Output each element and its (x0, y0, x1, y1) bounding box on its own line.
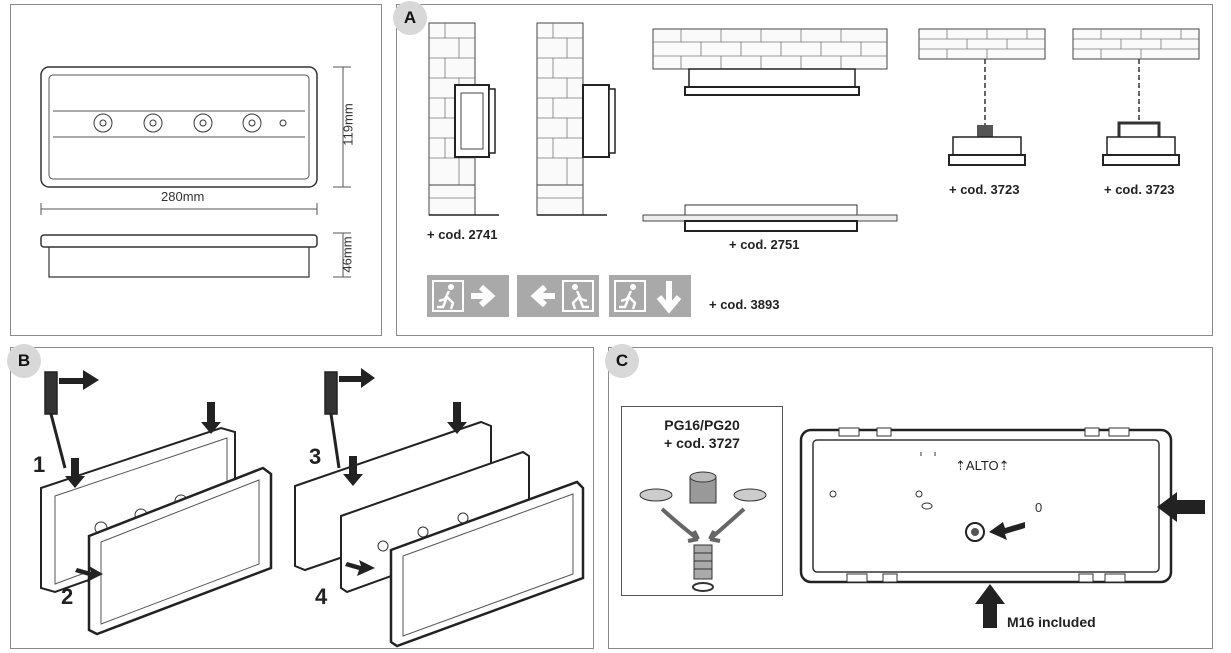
signs-code-label: + cod. 3893 (709, 297, 780, 312)
height-dimension-label: 119mm (340, 103, 356, 146)
chain-mount-code-label-1: + cod. 3723 (949, 182, 1020, 197)
cable-gland-drawing (639, 471, 767, 592)
m16-included-label: M16 included (1007, 614, 1096, 630)
cable-entry-panel-c: C PG16/PG20 + cod. 3727 (605, 344, 1213, 649)
exit-down-sign (609, 275, 691, 317)
step-4-label: 4 (315, 584, 328, 609)
assembly-drawing-left (40, 370, 273, 636)
wall-mount-drawing-1 (428, 22, 499, 216)
panel-b-badge: B (7, 344, 41, 378)
wall-mount-drawing-2 (536, 22, 616, 216)
width-dimension-label: 280mm (161, 189, 205, 204)
wall-mount-code-label: + cod. 2741 (427, 227, 498, 242)
front-view-drawing (40, 66, 351, 278)
panel-c-badge: C (605, 344, 639, 378)
depth-dimension-label: 46mm (339, 236, 355, 273)
back-plate-drawing (799, 427, 1173, 584)
assembly-drawing-right (294, 368, 585, 648)
chain-mount-code-label-2: + cod. 3723 (1104, 182, 1175, 197)
ceiling-mount-drawing (652, 28, 888, 96)
dimensions-panel: 280mm 119mm 46mm (10, 4, 382, 336)
mounting-panel-a: A (393, 1, 1213, 336)
top-orientation-label: ⇡ALTO⇡ (955, 458, 1010, 473)
installation-panel-b: B 1 2 (7, 344, 594, 649)
step-2-label: 2 (61, 584, 74, 609)
exit-right-sign (427, 275, 509, 317)
chain-mount-drawing-2 (1072, 28, 1200, 166)
panel-a-badge: A (393, 1, 427, 35)
cable-gland-inset: PG16/PG20 + cod. 3727 (621, 406, 783, 596)
step-1-label: 1 (33, 452, 46, 477)
gland-code-label: + cod. 3727 (664, 435, 740, 451)
chain-mount-drawing-1 (918, 28, 1046, 166)
exit-left-sign (517, 275, 599, 317)
center-entry-arrow-icon (989, 522, 1025, 540)
step-3-label: 3 (309, 444, 322, 469)
side-entry-arrow-icon (1157, 492, 1205, 522)
recessed-code-label: + cod. 2751 (729, 237, 800, 252)
zero-marker-label: 0 (1035, 500, 1043, 515)
bottom-entry-arrow-icon (975, 584, 1005, 628)
gland-size-label: PG16/PG20 (664, 417, 740, 433)
recessed-mount-drawing (642, 204, 898, 232)
